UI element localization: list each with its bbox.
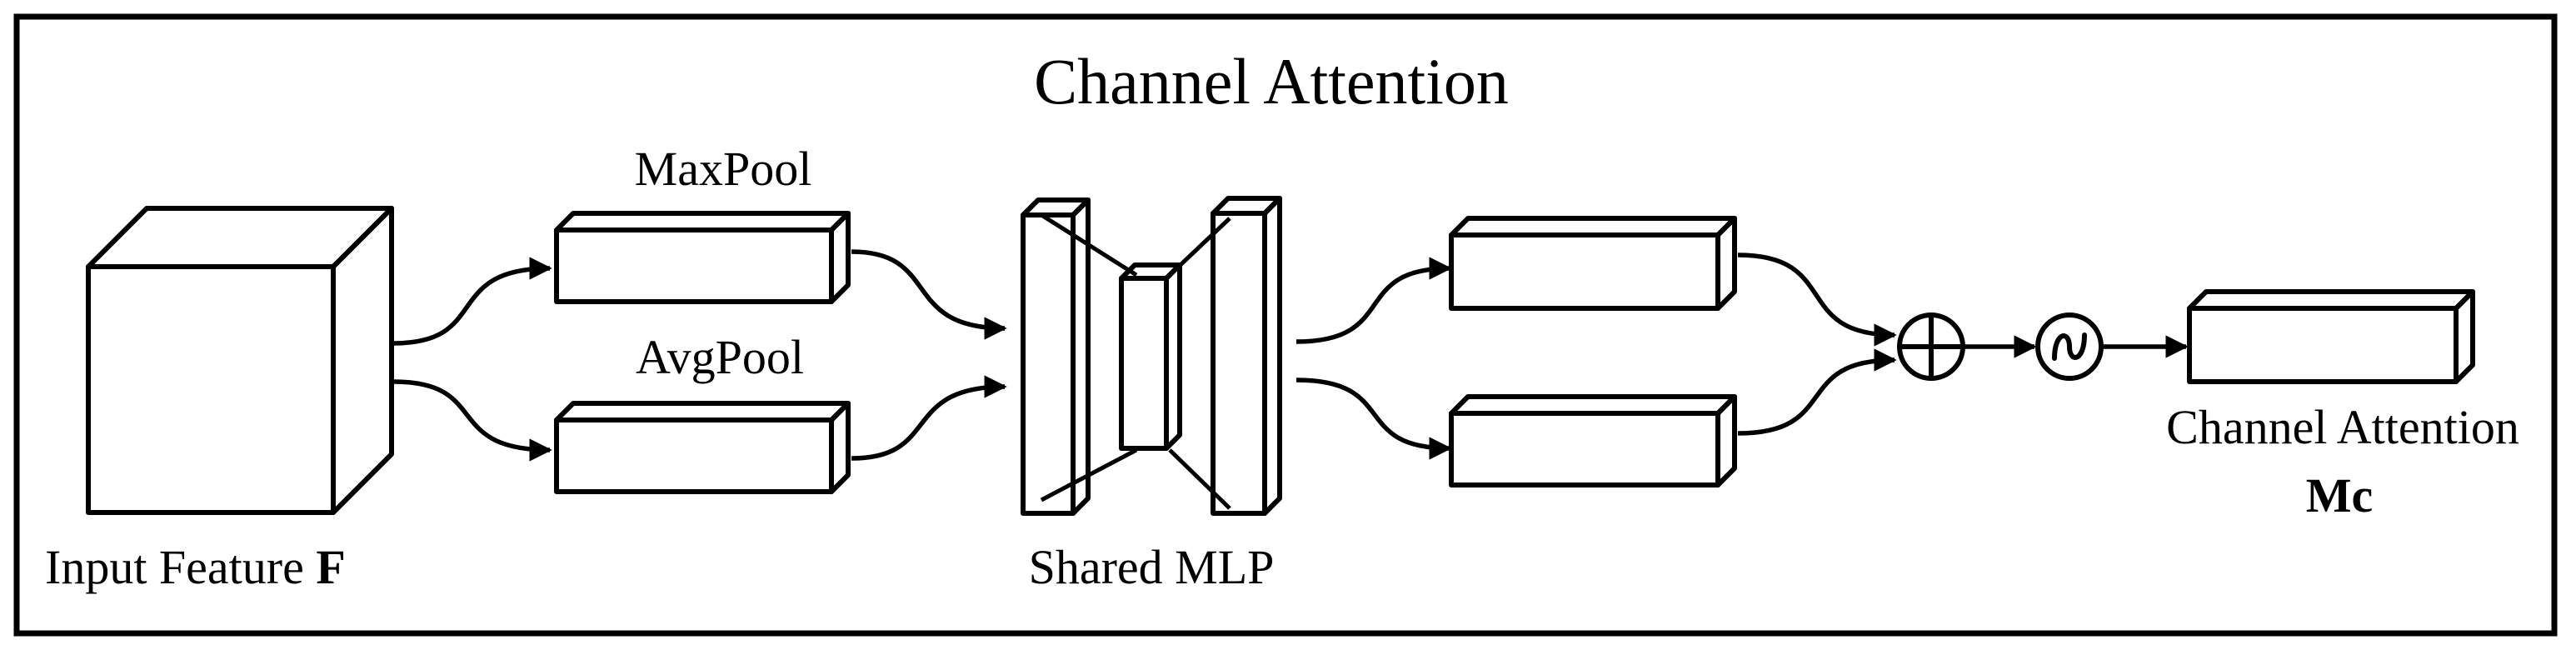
sum-operator-icon <box>1897 312 1965 381</box>
arrow-input-to-maxpool <box>392 257 552 346</box>
arrow-avg-output-to-sum <box>1737 348 1897 436</box>
arrow-max-output-to-sum <box>1737 252 1897 347</box>
maxpool-bar <box>554 211 851 304</box>
shared-mlp-label: Shared MLP <box>1029 540 1275 594</box>
channel-attention-output-label: Channel Attention <box>2166 400 2519 454</box>
arrow-mlp-to-avg-output <box>1295 378 1452 460</box>
input-feature-text: Input Feature <box>45 540 316 594</box>
channel-attention-output-bar <box>2187 289 2475 384</box>
mlp-layer-hidden <box>1119 262 1182 451</box>
input-cube-front <box>86 264 336 515</box>
arrow-maxpool-to-mlp <box>851 249 1007 340</box>
avgpool-label: AvgPool <box>636 330 804 384</box>
outer-frame <box>13 13 2558 637</box>
input-feature-symbol: F <box>316 540 345 594</box>
mlp-layer-output <box>1211 196 1282 516</box>
channel-attention-output-symbol: Mc <box>2306 468 2374 522</box>
input-feature-label: Input Feature F <box>45 540 346 594</box>
mlp-layer-input <box>1021 198 1091 516</box>
arrow-input-to-avgpool <box>392 379 552 462</box>
shared-mlp <box>1021 196 1282 516</box>
maxpool-label: MaxPool <box>635 142 812 196</box>
diagram-title: Channel Attention <box>1034 45 1509 118</box>
avgpool-bar <box>554 401 851 494</box>
mlp-output-max-bar <box>1449 216 1737 311</box>
mlp-output-avg-bar <box>1449 394 1737 488</box>
arrow-avgpool-to-mlp <box>851 375 1007 461</box>
arrow-mlp-to-max-output <box>1295 257 1452 344</box>
input-feature-cube <box>86 206 394 515</box>
sigmoid-icon <box>2035 312 2104 381</box>
